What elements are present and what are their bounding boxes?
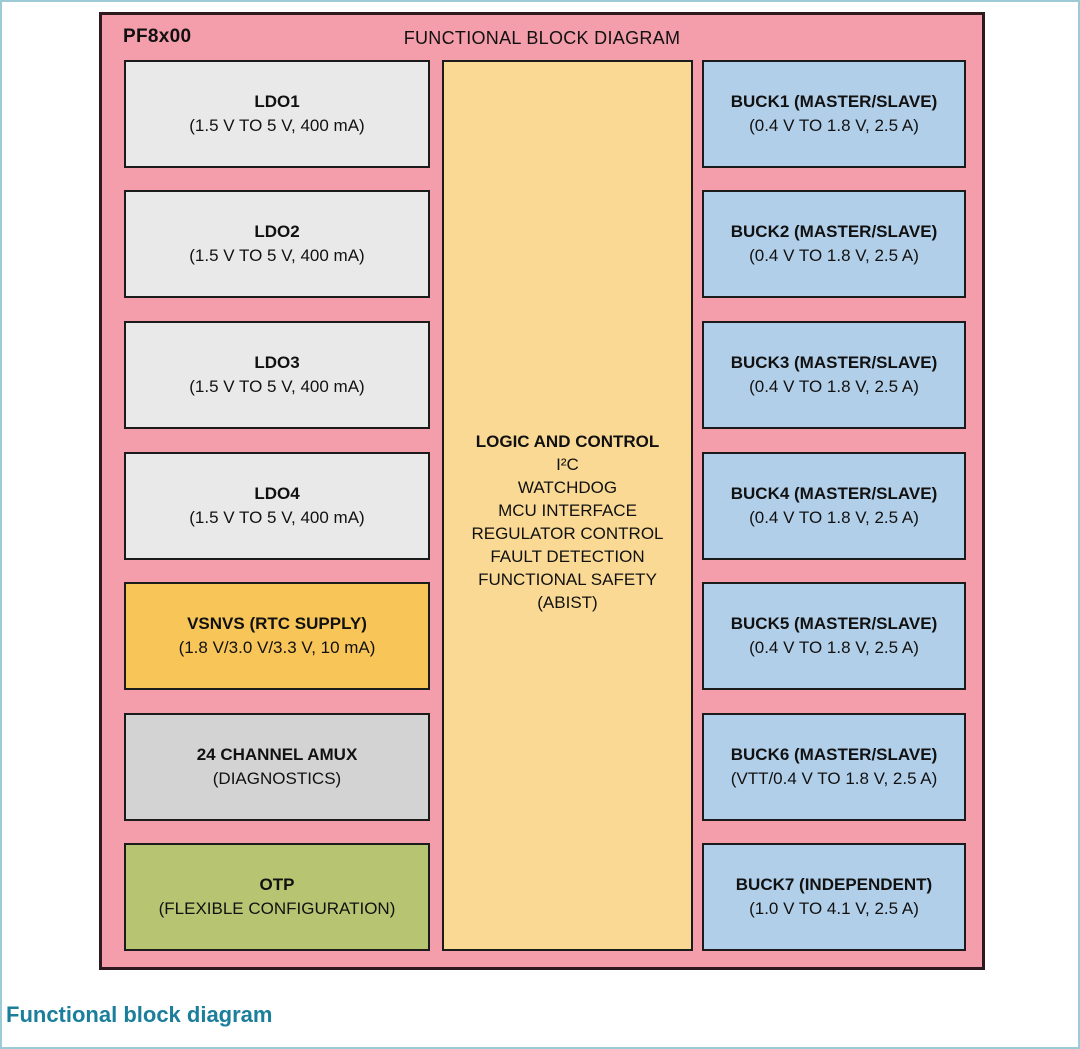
block-subtitle: (0.4 V TO 1.8 V, 2.5 A) (749, 246, 919, 265)
block-subtitle: (1.5 V TO 5 V, 400 mA) (189, 246, 365, 265)
block-title: VSNVS (RTC SUPPLY) (187, 614, 367, 633)
block-subtitle: (DIAGNOSTICS) (212, 769, 342, 788)
block-ldo1: LDO1 (1.5 V TO 5 V, 400 mA) (124, 60, 430, 168)
block-subtitle: (1.8 V/3.0 V/3.3 V, 10 mA) (178, 638, 376, 657)
block-title: LOGIC AND CONTROL (475, 431, 660, 451)
logic-line-i2c: I²C (556, 454, 579, 474)
block-amux: 24 CHANNEL AMUX (DIAGNOSTICS) (124, 713, 430, 821)
block-title: BUCK4 (MASTER/SLAVE) (730, 484, 938, 503)
diagram-title: FUNCTIONAL BLOCK DIAGRAM (403, 28, 681, 48)
block-buck1: BUCK1 (MASTER/SLAVE) (0.4 V TO 1.8 V, 2.… (702, 60, 966, 168)
logic-line-functional-safety: FUNCTIONAL SAFETY (478, 569, 657, 589)
block-title: BUCK2 (MASTER/SLAVE) (730, 222, 938, 241)
block-title: OTP (259, 875, 295, 894)
block-subtitle: (1.5 V TO 5 V, 400 mA) (189, 116, 365, 135)
block-subtitle: (1.0 V TO 4.1 V, 2.5 A) (749, 899, 919, 918)
block-title: BUCK7 (INDEPENDENT) (735, 875, 933, 894)
block-title: LDO1 (254, 92, 300, 111)
block-buck3: BUCK3 (MASTER/SLAVE) (0.4 V TO 1.8 V, 2.… (702, 321, 966, 429)
block-subtitle: (0.4 V TO 1.8 V, 2.5 A) (749, 377, 919, 396)
block-subtitle: (1.5 V TO 5 V, 400 mA) (189, 377, 365, 396)
block-buck6: BUCK6 (MASTER/SLAVE) (VTT/0.4 V TO 1.8 V… (702, 713, 966, 821)
block-subtitle: (0.4 V TO 1.8 V, 2.5 A) (749, 116, 919, 135)
block-subtitle: (FLEXIBLE CONFIGURATION) (158, 899, 396, 918)
block-title: LDO3 (254, 353, 300, 372)
block-subtitle: (0.4 V TO 1.8 V, 2.5 A) (749, 638, 919, 657)
block-buck5: BUCK5 (MASTER/SLAVE) (0.4 V TO 1.8 V, 2.… (702, 582, 966, 690)
logic-line-regulator-control: REGULATOR CONTROL (471, 523, 664, 543)
logic-line-abist: (ABIST) (537, 592, 598, 612)
block-title: 24 CHANNEL AMUX (196, 745, 358, 764)
block-ldo4: LDO4 (1.5 V TO 5 V, 400 mA) (124, 452, 430, 560)
logic-line-watchdog: WATCHDOG (517, 477, 618, 497)
block-ldo2: LDO2 (1.5 V TO 5 V, 400 mA) (124, 190, 430, 298)
block-title: LDO4 (254, 484, 300, 503)
block-buck4: BUCK4 (MASTER/SLAVE) (0.4 V TO 1.8 V, 2.… (702, 452, 966, 560)
block-title: BUCK5 (MASTER/SLAVE) (730, 614, 938, 633)
block-title: BUCK3 (MASTER/SLAVE) (730, 353, 938, 372)
block-subtitle: (0.4 V TO 1.8 V, 2.5 A) (749, 508, 919, 527)
block-subtitle: (1.5 V TO 5 V, 400 mA) (189, 508, 365, 527)
logic-line-fault-detection: FAULT DETECTION (490, 546, 645, 566)
block-buck2: BUCK2 (MASTER/SLAVE) (0.4 V TO 1.8 V, 2.… (702, 190, 966, 298)
block-logic-and-control: LOGIC AND CONTROL I²C WATCHDOG MCU INTER… (442, 60, 693, 951)
block-subtitle: (VTT/0.4 V TO 1.8 V, 2.5 A) (730, 769, 938, 788)
block-buck7: BUCK7 (INDEPENDENT) (1.0 V TO 4.1 V, 2.5… (702, 843, 966, 951)
functional-block-diagram: PF8x00 FUNCTIONAL BLOCK DIAGRAM LDO1 (1.… (99, 12, 985, 970)
block-title: LDO2 (254, 222, 300, 241)
block-otp: OTP (FLEXIBLE CONFIGURATION) (124, 843, 430, 951)
block-title: BUCK1 (MASTER/SLAVE) (730, 92, 938, 111)
block-title: BUCK6 (MASTER/SLAVE) (730, 745, 938, 764)
logic-line-mcu-interface: MCU INTERFACE (498, 500, 637, 520)
block-vsnvs: VSNVS (RTC SUPPLY) (1.8 V/3.0 V/3.3 V, 1… (124, 582, 430, 690)
part-label: PF8x00 (123, 26, 192, 47)
block-ldo3: LDO3 (1.5 V TO 5 V, 400 mA) (124, 321, 430, 429)
figure-caption: Functional block diagram (6, 1002, 273, 1027)
